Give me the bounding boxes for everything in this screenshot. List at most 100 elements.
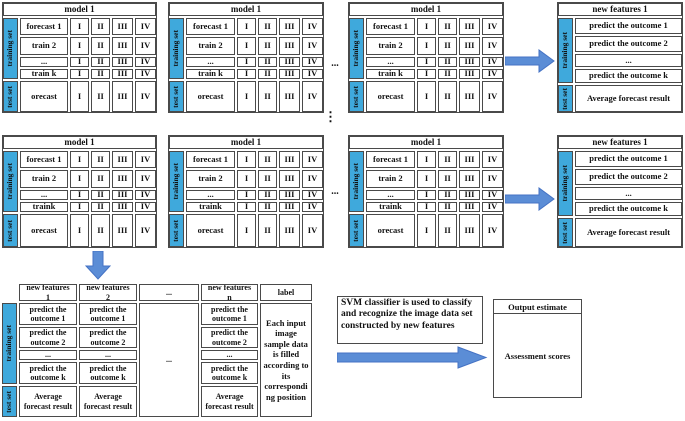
numeral-cell: III <box>459 37 480 55</box>
predict-outcome-cell: ... <box>575 54 682 67</box>
numeral-cell: III <box>112 170 133 188</box>
numeral-cell: III <box>112 69 133 79</box>
vertical-label: test set <box>560 221 570 244</box>
new-features-table-row2: new features 1 training set test set predic… <box>557 135 683 248</box>
numeral-cell: I <box>70 81 89 112</box>
numeral-cell: I <box>417 170 436 188</box>
row-label: ... <box>20 57 68 67</box>
row-label: forecast 1 <box>366 151 415 168</box>
label-column-cell: Each input image sample data is filled a… <box>260 303 312 417</box>
row-label: train 2 <box>366 170 415 188</box>
numeral-cell: II <box>438 69 457 79</box>
vertical-label: training set <box>5 30 15 67</box>
numeral-cell: I <box>417 151 436 168</box>
predict-outcome-cell: predict the outcome k <box>19 362 77 384</box>
numeral-cell: II <box>438 170 457 188</box>
model-table-title: model 1 <box>349 3 503 16</box>
numeral-cell: I <box>70 18 89 35</box>
new-features-title: new features 1 <box>558 136 682 149</box>
numeral-cell: IV <box>135 37 156 55</box>
predict-outcome-cell: predict the outcome k <box>79 362 137 384</box>
arrow-right-row1-icon <box>505 49 555 73</box>
vertical-label: test set <box>351 219 361 242</box>
numeral-cell: II <box>438 214 457 247</box>
vertical-label: test set <box>5 219 15 242</box>
numeral-cell: I <box>237 202 256 212</box>
predict-outcome-cell: ... <box>19 350 77 360</box>
numeral-cell: IV <box>302 81 323 112</box>
vertical-label: test set <box>4 390 14 413</box>
numeral-cell: III <box>279 81 300 112</box>
numeral-cell: II <box>438 57 457 67</box>
vertical-label: training set <box>351 30 361 67</box>
test-set-band: test set <box>169 81 184 112</box>
predict-outcome-cell: predict the outcome 1 <box>575 18 682 34</box>
predict-outcome-cell: predict the outcome 2 <box>575 169 682 185</box>
numeral-cell: IV <box>135 214 156 247</box>
numeral-cell: I <box>237 81 256 112</box>
row-label: orecast <box>20 214 68 247</box>
row-label: traink <box>186 202 235 212</box>
numeral-cell: IV <box>302 37 323 55</box>
numeral-cell: II <box>91 202 110 212</box>
training-set-band: training set <box>3 18 18 79</box>
predict-outcome-cell: predict the outcome 1 <box>19 303 77 325</box>
row-label: train 2 <box>366 37 415 55</box>
numeral-cell: III <box>279 151 300 168</box>
numeral-cell: III <box>112 37 133 55</box>
predict-outcome-cell: predict the outcome k <box>575 69 682 83</box>
numeral-cell: II <box>438 151 457 168</box>
test-set-band: test set <box>3 214 18 247</box>
row-label: train k <box>366 69 415 79</box>
row-label: orecast <box>186 214 235 247</box>
numeral-cell: I <box>70 37 89 55</box>
numeral-cell: IV <box>135 18 156 35</box>
numeral-cell: III <box>112 190 133 200</box>
predict-outcome-cell: predict the outcome 2 <box>201 327 258 348</box>
numeral-cell: I <box>417 18 436 35</box>
test-set-band: test set <box>169 214 184 247</box>
column-header: new features n <box>201 284 258 301</box>
predict-outcome-cell: predict the outcome 2 <box>79 327 137 348</box>
numeral-cell: I <box>70 190 89 200</box>
numeral-cell: I <box>70 202 89 212</box>
row-label: traink <box>20 202 68 212</box>
row-label: train 2 <box>20 170 68 188</box>
model-table-title: model 1 <box>349 136 503 149</box>
row-label: forecast 1 <box>20 151 68 168</box>
numeral-cell: IV <box>135 170 156 188</box>
average-forecast-cell: Average forecast result <box>575 85 682 112</box>
output-estimate-box: Output estimate Assessment scores <box>493 299 582 398</box>
numeral-cell: III <box>279 170 300 188</box>
numeral-cell: II <box>258 202 277 212</box>
numeral-cell: II <box>258 170 277 188</box>
numeral-cell: IV <box>135 57 156 67</box>
row-label: train 2 <box>20 37 68 55</box>
numeral-cell: I <box>70 151 89 168</box>
column-header: ... <box>139 284 199 301</box>
column-header: label <box>260 284 312 301</box>
column-header-label: new features n <box>207 284 252 301</box>
numeral-cell: IV <box>135 151 156 168</box>
column-header-label: new features 1 <box>26 284 70 301</box>
row-label: ... <box>20 190 68 200</box>
new-features-title: new features 1 <box>558 3 682 16</box>
test-set-band: test set <box>2 386 17 417</box>
numeral-cell: II <box>258 37 277 55</box>
numeral-cell: I <box>70 57 89 67</box>
numeral-cell: II <box>91 37 110 55</box>
numeral-cell: II <box>438 37 457 55</box>
vertical-label: test set <box>171 219 181 242</box>
ellipsis-row2: ... <box>331 186 339 197</box>
predict-outcome-cell: ... <box>201 350 258 360</box>
assessment-scores-label: Assessment scores <box>504 350 571 361</box>
numeral-cell: I <box>70 214 89 247</box>
numeral-cell: II <box>258 151 277 168</box>
column-header: new features 2 <box>79 284 137 301</box>
predict-outcome-cell: ... <box>79 350 137 360</box>
training-set-band: training set <box>558 151 573 216</box>
